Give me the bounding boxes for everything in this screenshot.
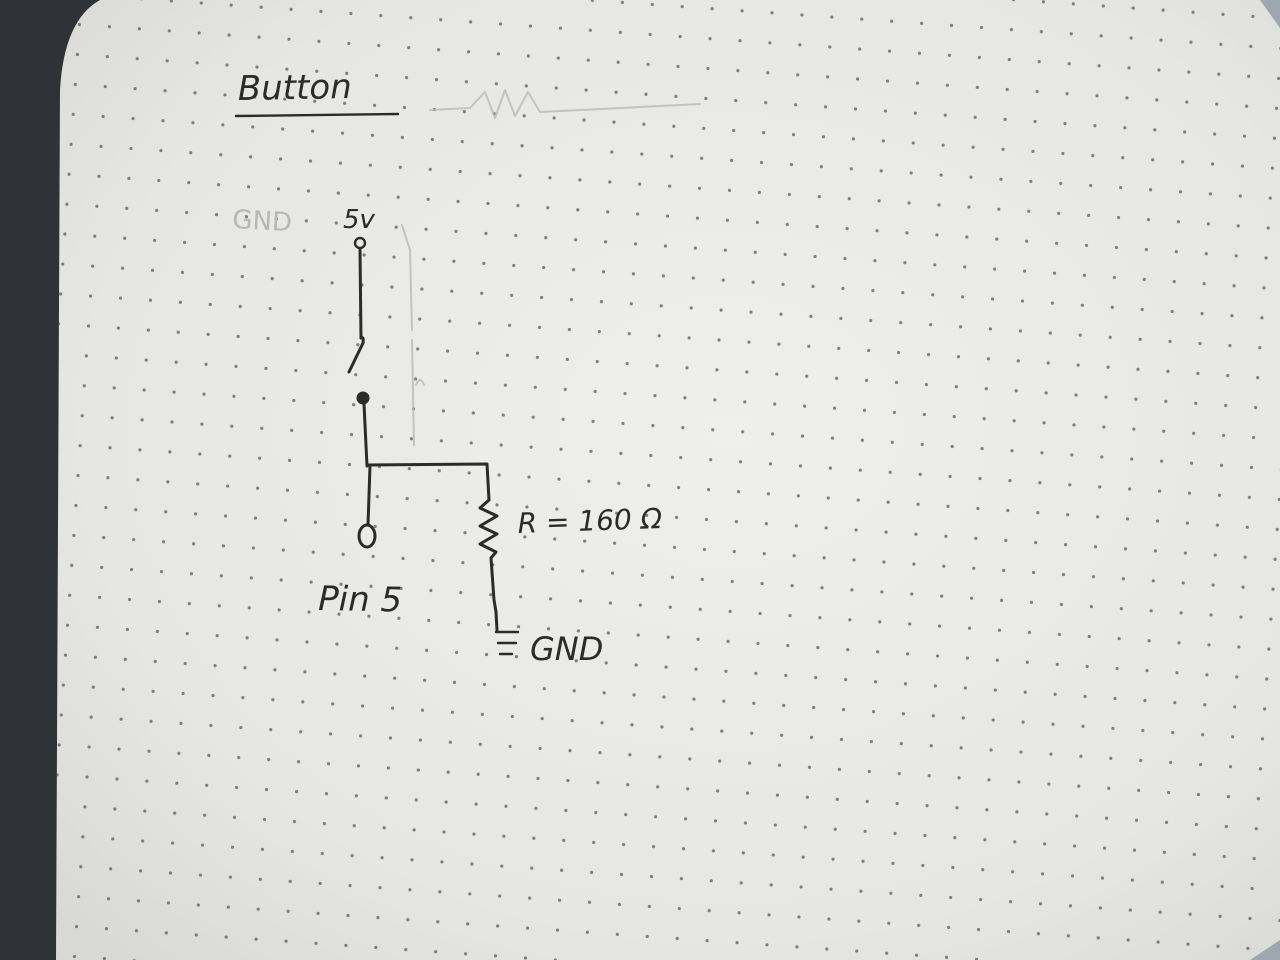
resistor-zigzag-icon <box>478 498 499 614</box>
switch-lever <box>347 336 365 374</box>
resistor-label: R = 160 Ω <box>517 502 663 540</box>
erased-marks: GND <box>232 89 701 446</box>
ground-symbol-icon <box>494 610 520 656</box>
supply-label: 5v <box>343 205 376 235</box>
switch-contact-dot <box>356 391 370 405</box>
ghost-gnd-label: GND <box>232 205 293 238</box>
switch-output-wire <box>362 402 369 468</box>
page-title: Button <box>237 67 352 109</box>
pin-wire <box>366 464 372 527</box>
supply-wire <box>358 248 363 340</box>
ground-label: GND <box>530 630 603 668</box>
pin-label: Pin 5 <box>318 579 403 620</box>
dot-grid <box>56 0 1280 960</box>
title-underline <box>234 112 400 118</box>
pin-terminal-icon <box>357 523 377 549</box>
junction-wire <box>365 462 491 502</box>
switch-terminal-icon <box>353 236 367 250</box>
